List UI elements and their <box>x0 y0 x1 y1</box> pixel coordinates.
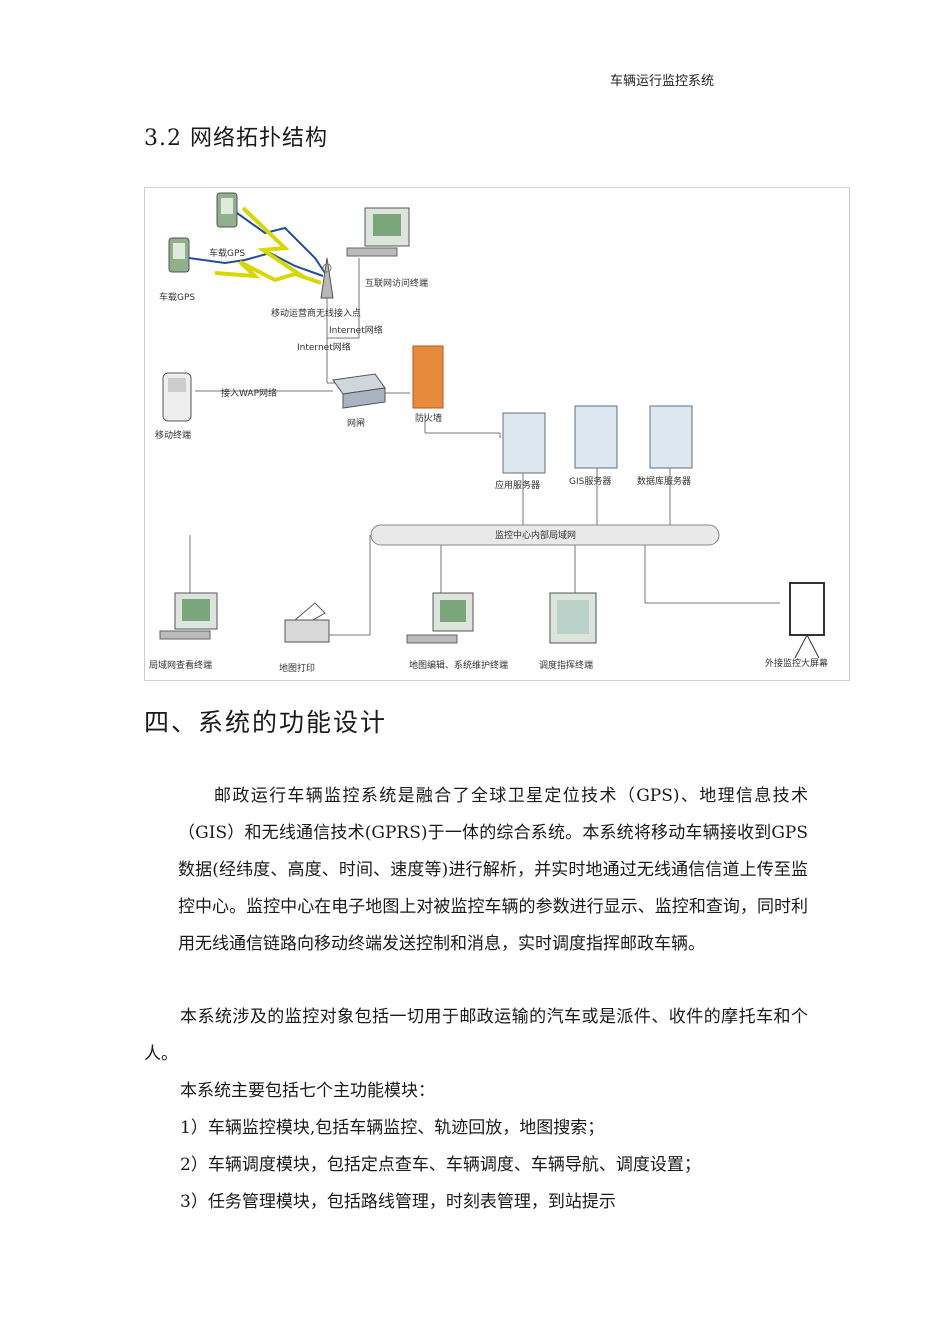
map-edit-terminal-label: 地图编辑、系统维护终端 <box>409 659 508 671</box>
vehicle-gps-label-2: 车载GPS <box>159 291 195 303</box>
internet-terminal-label: 互联网访问终端 <box>365 277 428 289</box>
section-3-2-heading: 3.2 网络拓扑结构 <box>144 126 328 151</box>
wap-access-label: 接入WAP网络 <box>221 387 277 399</box>
gateway-icon <box>332 373 386 409</box>
vehicle-gps-device-1 <box>216 192 238 228</box>
mobile-phone-icon <box>162 372 192 422</box>
list-item-2: 2）车辆调度模块，包括定点查车、车辆调度、车辆导航、调度设置； <box>180 1155 701 1175</box>
firewall-icon <box>412 345 444 409</box>
gis-server-icon <box>574 405 618 469</box>
app-server-icon <box>502 412 546 474</box>
vehicle-gps-device-2 <box>168 237 190 273</box>
body-paragraph-1: 邮政运行车辆监控系统是融合了全球卫星定位技术（GPS)、地理信息技术（GIS）和… <box>178 786 808 954</box>
lan-view-terminal-icon <box>159 592 218 640</box>
projection-screen-icon <box>789 582 825 659</box>
body-paragraph-3: 本系统主要包括七个主功能模块： <box>180 1081 435 1101</box>
body-paragraph-2: 本系统涉及的监控对象包括一切用于邮政运输的汽车或是派件、收件的摩托车和个人。 <box>144 1007 808 1064</box>
internet-terminal-icon <box>346 207 410 257</box>
lan-view-terminal-label: 局域网查看终端 <box>149 659 212 671</box>
internet-network-label-1: Internet网络 <box>329 324 383 336</box>
firewall-label: 防火墙 <box>415 412 442 424</box>
big-screen-label: 外接监控大屏幕 <box>765 657 828 669</box>
antenna-icon <box>320 257 334 299</box>
dispatch-terminal-label: 调度指挥终端 <box>539 659 593 671</box>
section-4-heading: 四、系统的功能设计 <box>144 708 388 737</box>
printer-icon <box>284 602 330 643</box>
mobile-access-point-label: 移动运营商无线接入点 <box>271 307 361 319</box>
gis-server-label: GIS服务器 <box>569 475 611 487</box>
network-topology-diagram: 监控中心内部局域网 车载GPS 车载GPS 移动运营商无线接入点 互联网访 <box>144 187 850 681</box>
dispatch-terminal-icon <box>549 592 597 644</box>
document-header: 车辆运行监控系统 <box>610 74 715 89</box>
app-server-label: 应用服务器 <box>495 479 540 491</box>
list-item-3: 3）任务管理模块，包括路线管理，时刻表管理，到站提示 <box>180 1192 616 1212</box>
list-item-1: 1）车辆监控模块,包括车辆监控、轨迹回放，地图搜索； <box>180 1118 605 1138</box>
map-print-label: 地图打印 <box>279 662 315 674</box>
db-server-label: 数据库服务器 <box>637 475 691 487</box>
map-edit-terminal-icon <box>406 592 474 644</box>
vehicle-gps-label-1: 车载GPS <box>209 247 245 259</box>
lan-label: 监控中心内部局域网 <box>495 529 576 541</box>
db-server-icon <box>649 405 693 469</box>
gateway-label: 网闸 <box>347 418 365 429</box>
internet-network-label-2: Internet网络 <box>297 341 351 353</box>
mobile-terminal-label: 移动终端 <box>155 429 191 441</box>
